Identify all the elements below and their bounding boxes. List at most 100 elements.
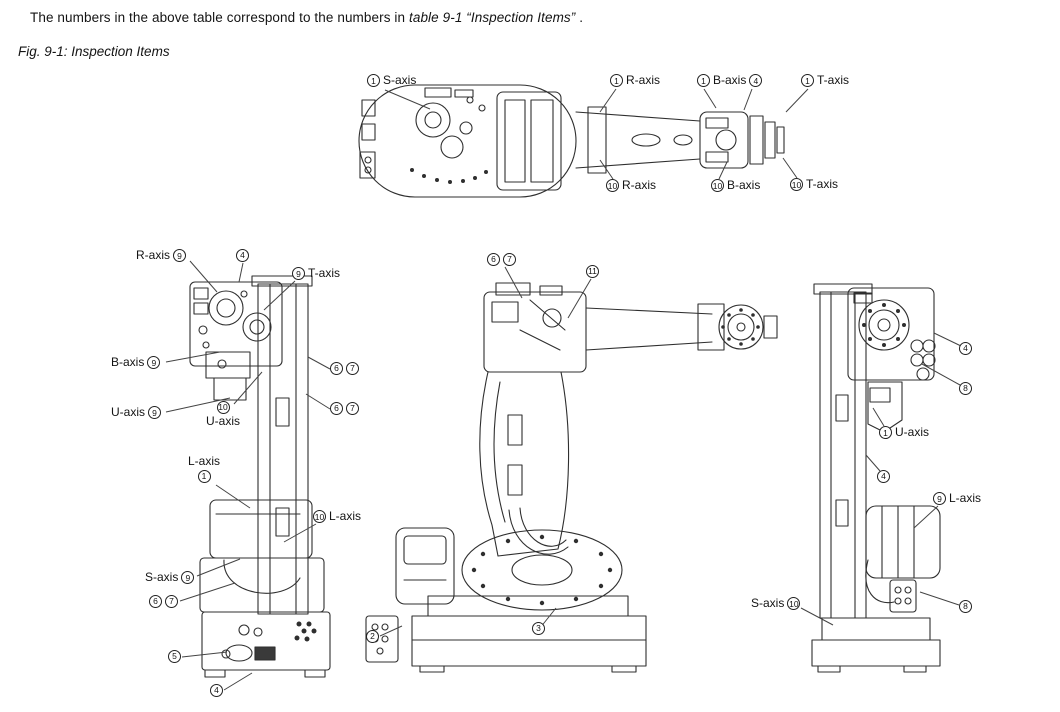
callout-rear-4-mid: 4 [877, 470, 890, 483]
callout-front-4-top: 4 [236, 249, 249, 262]
circled-number: 1 [801, 74, 814, 88]
circled-number: 6 [330, 402, 343, 415]
leader-line [718, 161, 728, 180]
callout-rear-8-bottom: 8 [959, 600, 972, 613]
axis-label: L-axis [188, 454, 221, 468]
circled-number: 10 [216, 401, 230, 414]
circled-number: 10 [787, 597, 801, 611]
leader-line [872, 407, 885, 427]
axis-label: R-axis [136, 248, 171, 262]
leader-line [782, 157, 798, 179]
axis-label: T-axis [308, 266, 341, 280]
leader-line [165, 351, 221, 363]
circled-number: 4 [877, 470, 890, 483]
circled-number: 10 [790, 178, 803, 192]
leader-line [913, 505, 939, 529]
circled-number: 7 [346, 362, 359, 375]
leader-line [504, 266, 523, 299]
leader-line [238, 262, 244, 283]
axis-label: R-axis [626, 73, 661, 87]
intro-text: The numbers in the above table correspon… [30, 10, 583, 25]
rear-side-view-robot [811, 283, 941, 673]
axis-label: B-axis [727, 178, 761, 192]
leader-line [933, 332, 962, 347]
callout-rear-4-top: 4 [959, 342, 972, 355]
leader-line [283, 523, 317, 543]
leader-line [599, 88, 617, 113]
callout-side-3: 3 [532, 622, 545, 635]
leader-line [223, 672, 253, 691]
axis-label: L-axis [949, 491, 982, 505]
leader-line [233, 371, 263, 405]
axis-label: T-axis [806, 177, 839, 191]
leader-line [743, 88, 753, 111]
leader-line [181, 651, 228, 658]
leader-line [785, 88, 809, 113]
circled-number: 6 [487, 253, 500, 266]
axis-label: S-axis [751, 596, 785, 610]
intro-suffix: . [575, 10, 584, 25]
circled-number: 9 [147, 356, 161, 370]
leader-line [189, 260, 218, 293]
circled-number: 11 [586, 265, 599, 278]
circled-number: 1 [610, 74, 623, 88]
axis-label: T-axis [817, 73, 850, 87]
circled-number: 9 [173, 249, 187, 263]
circled-number: 7 [503, 253, 516, 266]
leader-line [305, 393, 331, 410]
top-view-robot [358, 84, 785, 198]
circled-number: 4 [749, 74, 763, 88]
circled-number: 1 [697, 74, 710, 88]
leader-line [196, 558, 241, 577]
circled-number: 4 [236, 249, 249, 262]
circled-number: 5 [168, 650, 181, 663]
circled-number: 10 [606, 179, 619, 193]
circled-number: 6 [330, 362, 343, 375]
circled-number: 9 [148, 406, 162, 420]
axis-label: B-axis [713, 73, 747, 87]
leader-line [263, 280, 296, 311]
circled-number: 1 [367, 74, 380, 88]
circled-number: 9 [933, 492, 946, 506]
circled-number: 8 [959, 382, 972, 395]
circled-number: 7 [165, 595, 178, 608]
callout-rear-8-top: 8 [959, 382, 972, 395]
leader-line [800, 607, 834, 626]
axis-label: U-axis [895, 425, 930, 439]
circled-number: 10 [313, 510, 326, 524]
leader-line [599, 159, 614, 180]
axis-label: B-axis [111, 355, 145, 369]
leader-line [384, 89, 431, 110]
leader-line [919, 591, 960, 606]
callout-side-2: 2 [366, 630, 379, 643]
circled-number: 10 [711, 179, 724, 193]
callout-front-4-bottom: 4 [210, 684, 223, 697]
circled-number: 1 [879, 426, 892, 440]
circled-number: 7 [346, 402, 359, 415]
circled-number: 2 [366, 630, 379, 643]
circled-number: 4 [210, 684, 223, 697]
intro-reference: table 9-1 “Inspection Items” [408, 10, 576, 25]
leader-line [703, 88, 717, 109]
